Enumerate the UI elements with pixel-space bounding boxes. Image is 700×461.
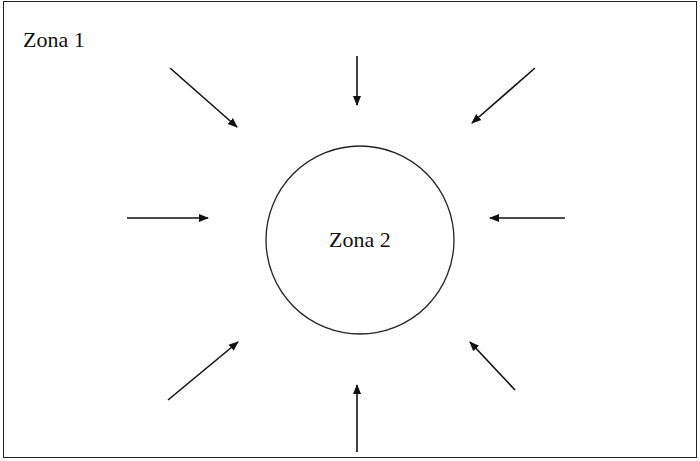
flow-arrow [356,56,358,105]
zone-label: Zona 1 [23,27,85,53]
flow-arrow [472,68,535,123]
flow-arrow [470,342,515,390]
region-box: Zona 1 Zona 2 [3,1,697,458]
flow-arrow [170,68,237,127]
flow-arrow [356,385,358,452]
flow-arrow [127,217,208,219]
flow-arrow [490,217,565,219]
region-circle: Zona 2 [265,145,455,335]
zone-label: Zona 2 [329,227,391,253]
flow-arrow [168,342,238,400]
